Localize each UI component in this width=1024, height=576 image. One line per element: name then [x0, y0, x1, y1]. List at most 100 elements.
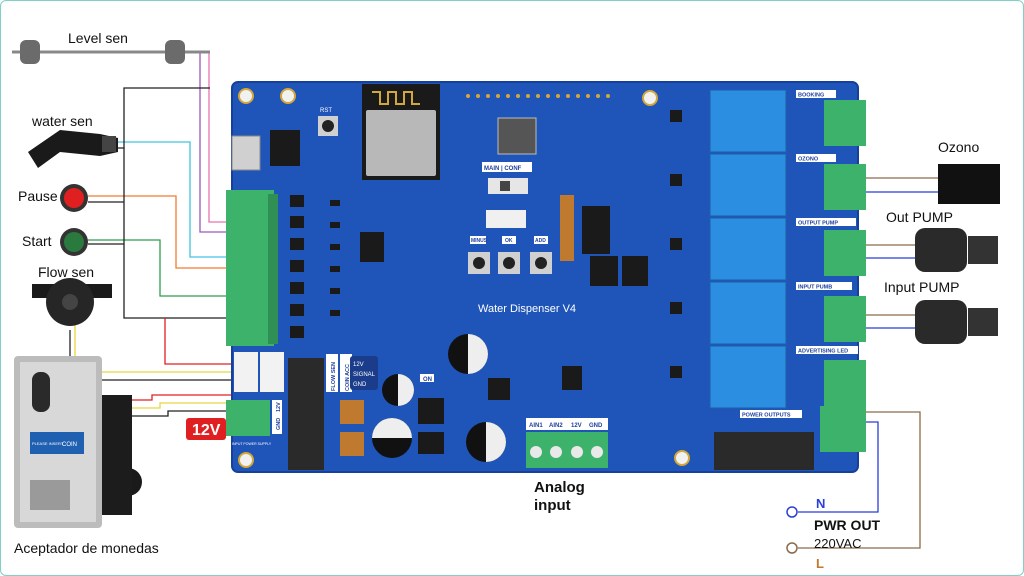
relay-5 [709, 345, 787, 409]
level-sensor-label: Level sen [68, 30, 128, 46]
out-pump-head [968, 236, 998, 264]
inductor-2 [340, 432, 364, 456]
main-conf-switch-knob [500, 181, 510, 191]
ic-right-3 [622, 256, 648, 286]
pcb-board: RST MAIN | CONF MINUS OK [226, 81, 866, 473]
output-ozono: OZONO [796, 154, 866, 210]
ozono-label: OZONO [798, 157, 819, 163]
booking-label: BOOKING [798, 93, 824, 99]
neutral-label: N [816, 496, 825, 511]
power-pin-gnd: GND [276, 418, 282, 430]
water-sensor-label: water sen [31, 113, 93, 129]
ic-right-1 [582, 206, 610, 254]
power-pin-12v: 12V [276, 402, 282, 412]
analog-pin-ain2: AIN2 [549, 423, 563, 429]
level-sensor: Level sen [12, 30, 210, 64]
board-title: Water Dispenser V4 [478, 303, 576, 315]
input-pump-label-ext: Input PUMP [884, 279, 959, 295]
inductor [340, 400, 364, 424]
mounting-hole-tr2 [642, 90, 658, 106]
on-label: ON [423, 377, 432, 383]
button-add[interactable]: ADD [530, 236, 552, 274]
ozone-device: Ozono [938, 139, 1000, 204]
output-advertising-led: ADVERTISING LED [796, 346, 866, 406]
wire-water-cyan [118, 141, 228, 258]
output-booking: BOOKING [796, 90, 866, 146]
usb-port[interactable] [231, 135, 261, 171]
analog-pin-gnd: GND [589, 423, 603, 429]
flow-sen-label: FLOW SEN [331, 362, 337, 391]
out-pump-label: Out PUMP [886, 209, 953, 225]
wire-common-black [123, 148, 228, 319]
ic-bottom-3 [418, 432, 444, 454]
coin-acceptor: PLEASE INSERT COIN Aceptador de monedas [14, 356, 159, 556]
input-pump-label: INPUT PUMB [798, 285, 832, 291]
water-sensor-thread [102, 136, 116, 152]
coin-text: COIN [62, 442, 77, 448]
main-conf-label: MAIN | CONF [484, 166, 522, 172]
coin-slot [32, 372, 50, 412]
analog-input-label-2: input [534, 497, 571, 514]
relay-drivers [670, 110, 682, 378]
output-power-outputs: POWER OUTPUTS [714, 406, 866, 470]
esp-shield [366, 110, 436, 176]
out-pump: Out PUMP [886, 209, 998, 272]
wire-flow-red [164, 318, 237, 365]
water-sensor: water sen [28, 113, 118, 168]
out-pump-motor [915, 228, 967, 272]
flow-header[interactable] [260, 352, 284, 392]
live-label: L [816, 556, 824, 571]
coin-header[interactable] [234, 352, 258, 392]
wire-level-pink [205, 51, 228, 223]
analog-pin-ain1: AIN1 [529, 423, 543, 429]
mounting-hole-tr1 [280, 88, 296, 104]
relay-3 [709, 217, 787, 281]
connector-white [486, 210, 526, 228]
level-sensor-float-right [165, 40, 185, 64]
left-terminal-strip[interactable] [226, 190, 274, 346]
twelve-v-badge: 12V [186, 418, 226, 440]
pause-button-group: Pause [18, 184, 88, 212]
analog-input-label-1: Analog [534, 479, 585, 496]
wire-level-purple [196, 51, 228, 233]
central-ic [497, 117, 537, 155]
start-label: Start [22, 233, 52, 249]
wires [69, 51, 940, 549]
button-minus[interactable]: MINUS [468, 236, 490, 274]
mounting-hole-tl [238, 88, 254, 104]
input-pump-head [968, 308, 998, 336]
advertising-led-label: ADVERTISING LED [798, 349, 848, 355]
relay-2 [709, 153, 787, 217]
ic-bottom-1 [488, 378, 510, 400]
wire-pause-orange [88, 195, 228, 269]
antenna-trace [372, 91, 420, 105]
power-input-terminal[interactable] [226, 400, 270, 436]
signal-signal: SIGNAL [353, 372, 376, 378]
input-power-supply-label: INPUT POWER SUPPLY [232, 442, 272, 446]
analog-pin-12v: 12V [571, 423, 582, 429]
ozone-label: Ozono [938, 139, 979, 155]
level-sensor-float-left [20, 40, 40, 64]
button-ok-label: OK [505, 238, 513, 244]
flow-sensor: Flow sen [32, 264, 112, 326]
wire-n-blue [798, 421, 879, 513]
coin-side-block [102, 395, 132, 515]
flow-sensor-label: Flow sen [38, 264, 94, 280]
signal-gnd: GND [353, 382, 367, 388]
signal-12v: 12V [353, 362, 364, 368]
pause-button-cap [64, 188, 84, 208]
start-button-cap [64, 232, 84, 252]
pwr-out: N PWR OUT 220VAC L [786, 496, 881, 571]
power-block [288, 358, 324, 470]
output-pump-label: OUTPUT PUMP [798, 221, 838, 227]
analog-terminal[interactable]: AIN1 AIN2 12V GND [526, 418, 608, 468]
mounting-hole-bl [238, 452, 254, 468]
neutral-terminal [786, 506, 798, 518]
rst-button[interactable]: RST [318, 108, 338, 136]
relay-1 [709, 89, 787, 153]
button-ok[interactable]: OK [498, 236, 520, 274]
relay-4 [709, 281, 787, 345]
ic-regulator [418, 398, 444, 424]
output-input-pump: INPUT PUMB [796, 282, 866, 342]
coin-return [30, 480, 70, 510]
